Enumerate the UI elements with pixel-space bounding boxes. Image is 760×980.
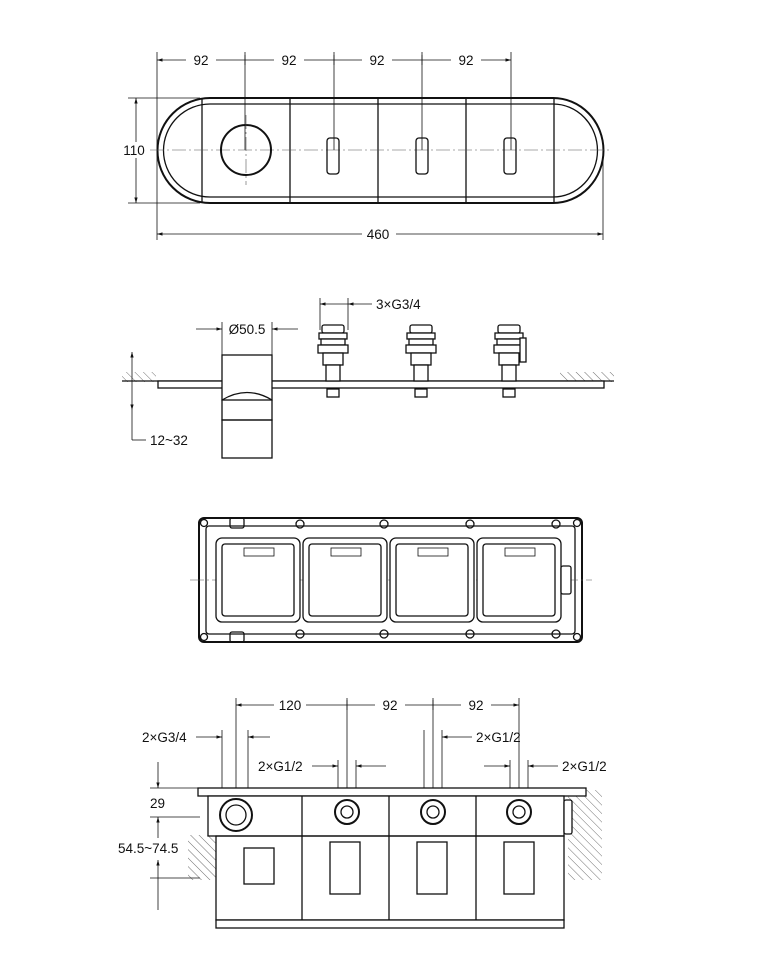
side-view: 3×G3/4 Ø50.5 12~32	[122, 297, 614, 459]
front-plate	[150, 97, 610, 204]
top-width-label: 460	[367, 227, 390, 242]
depth-range-label: 54.5~74.5	[118, 841, 178, 856]
bottom-dim-1: 120	[279, 698, 302, 713]
top-height-label: 110	[123, 143, 145, 158]
button-1	[326, 137, 340, 175]
cartridge-1	[317, 324, 349, 398]
outlet-label-3: 2×G1/2	[562, 759, 607, 774]
top-dimension-lines	[128, 52, 604, 240]
top-dim-2: 92	[281, 53, 296, 68]
bottom-dim-3: 92	[468, 698, 483, 713]
height-29-label: 29	[150, 796, 165, 811]
top-view: 92 92 92 92 110 460	[120, 52, 610, 242]
top-dim-3: 92	[369, 53, 384, 68]
top-dim-1: 92	[193, 53, 208, 68]
button-2	[415, 137, 429, 175]
inlet-label: 2×G3/4	[142, 730, 187, 745]
body-view	[190, 517, 592, 643]
top-dim-4: 92	[458, 53, 473, 68]
bottom-dim-2: 92	[382, 698, 397, 713]
depth-label: 12~32	[150, 433, 188, 448]
cartridge-2	[405, 324, 437, 398]
outlet-label-2: 2×G1/2	[476, 730, 521, 745]
diameter-label: Ø50.5	[229, 322, 266, 337]
cartridge-3	[493, 324, 527, 398]
connections-label: 3×G3/4	[376, 297, 421, 312]
button-3	[503, 137, 517, 175]
bottom-view: 120 92 92 2×G3/4 2×G1/2 2×G1/2 2×G1/2 29…	[118, 697, 607, 929]
outlet-label-1: 2×G1/2	[258, 759, 303, 774]
